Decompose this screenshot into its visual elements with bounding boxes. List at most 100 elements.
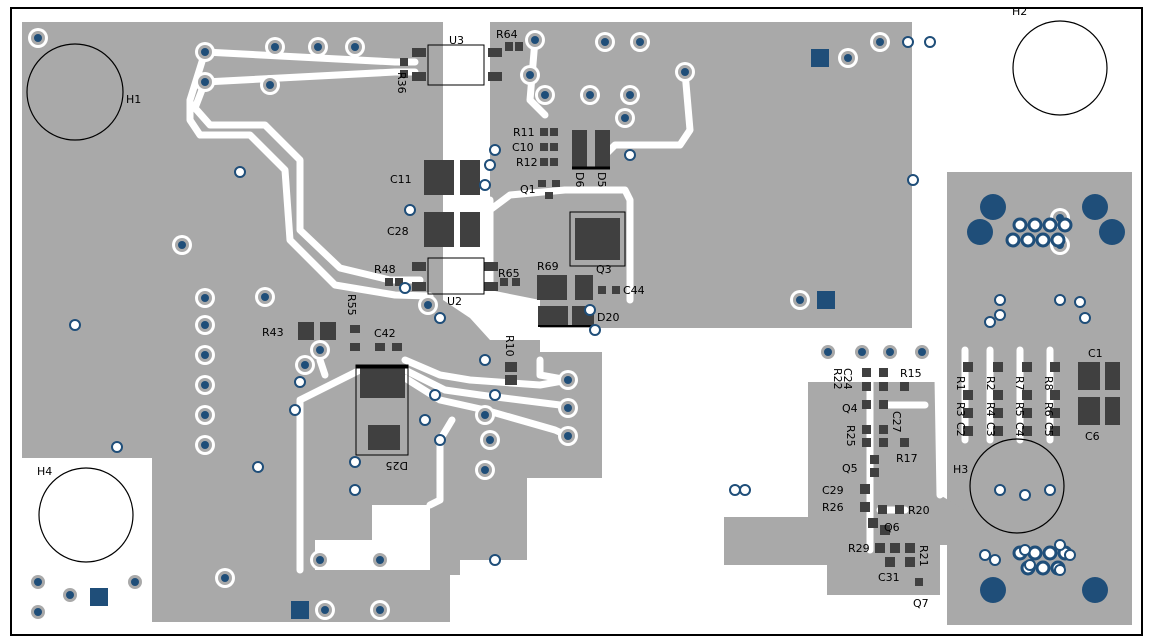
connector-pin	[1005, 232, 1021, 248]
board-outline	[10, 7, 1143, 636]
via	[480, 430, 500, 450]
label-c5: C5	[1042, 422, 1055, 437]
via	[790, 290, 810, 310]
small-via	[289, 404, 301, 416]
label-r20: R20	[908, 504, 930, 517]
small-via	[69, 319, 81, 331]
small-via	[489, 554, 501, 566]
small-via	[1054, 294, 1066, 306]
label-r10: R10	[503, 335, 516, 357]
label-c24: C24	[841, 368, 854, 390]
connector-hole	[1082, 194, 1108, 220]
via	[195, 405, 215, 425]
connector-hole	[1082, 577, 1108, 603]
label-c3: C3	[984, 422, 997, 437]
u3-outline	[427, 44, 485, 86]
connector-pin	[1050, 232, 1066, 248]
small-via	[584, 304, 596, 316]
via	[195, 345, 215, 365]
label-q6: Q6	[884, 521, 900, 534]
label-h1: H1	[126, 93, 141, 106]
label-r1: R1	[954, 376, 967, 391]
small-via	[252, 461, 264, 473]
small-via	[1074, 296, 1086, 308]
via	[295, 355, 315, 375]
via	[418, 295, 438, 315]
smd-pads	[298, 42, 1120, 586]
small-vias	[69, 36, 1091, 576]
via	[195, 375, 215, 395]
via	[172, 235, 192, 255]
small-via	[979, 549, 991, 561]
connector-pin	[1027, 217, 1043, 233]
small-via	[1054, 564, 1066, 576]
small-via	[429, 389, 441, 401]
small-via	[294, 376, 306, 388]
small-via	[349, 456, 361, 468]
mounting-hole-h1	[26, 43, 124, 141]
label-r55: R55	[345, 294, 358, 316]
copper-pour-connector	[947, 172, 1132, 625]
label-r36: R36	[395, 72, 408, 94]
label-r65: R65	[498, 267, 520, 280]
small-via	[589, 324, 601, 336]
label-r8: R8	[1042, 376, 1055, 391]
via	[580, 85, 600, 105]
via	[870, 32, 890, 52]
via	[558, 426, 578, 446]
label-c2: C2	[954, 422, 967, 437]
label-c44: C44	[623, 284, 645, 297]
label-d5: D5	[595, 172, 608, 187]
square-pad	[90, 588, 108, 606]
via	[28, 602, 48, 622]
small-via	[984, 316, 996, 328]
label-q5: Q5	[842, 462, 858, 475]
via	[265, 37, 285, 57]
label-r7: R7	[1013, 376, 1026, 391]
small-via	[479, 354, 491, 366]
via	[370, 600, 390, 620]
connector-pin	[1012, 217, 1028, 233]
small-via	[489, 389, 501, 401]
vias	[28, 28, 1125, 622]
via	[838, 48, 858, 68]
via	[28, 572, 48, 592]
small-via	[111, 441, 123, 453]
connector-pin	[1020, 232, 1036, 248]
label-r12: R12	[516, 156, 538, 169]
via	[260, 75, 280, 95]
label-r29: R29	[848, 542, 870, 555]
connector-pin	[1042, 545, 1058, 561]
connector-hole	[967, 219, 993, 245]
via	[475, 405, 495, 425]
label-r22: R22	[831, 368, 844, 390]
via	[28, 28, 48, 48]
label-c11: C11	[390, 173, 412, 186]
small-via	[989, 554, 1001, 566]
label-c29: C29	[822, 484, 844, 497]
label-c27: C27	[890, 411, 903, 433]
via	[675, 62, 695, 82]
label-q3: Q3	[596, 263, 612, 276]
via	[195, 72, 215, 92]
small-via	[434, 434, 446, 446]
silkscreen-outlines	[355, 44, 626, 456]
q3-outline	[569, 211, 626, 267]
connector-pin	[1057, 217, 1073, 233]
small-via	[994, 484, 1006, 496]
small-via	[489, 144, 501, 156]
small-via	[1019, 544, 1031, 556]
via	[558, 370, 578, 390]
small-via	[994, 294, 1006, 306]
label-d20: D20	[597, 311, 619, 324]
via	[195, 288, 215, 308]
label-r69: R69	[537, 260, 559, 273]
small-via	[434, 312, 446, 324]
via	[558, 398, 578, 418]
via	[595, 32, 615, 52]
via	[195, 435, 215, 455]
d25-outline	[355, 364, 409, 456]
via	[215, 568, 235, 588]
copper-pour-driver	[724, 382, 965, 595]
label-r48: R48	[374, 263, 396, 276]
